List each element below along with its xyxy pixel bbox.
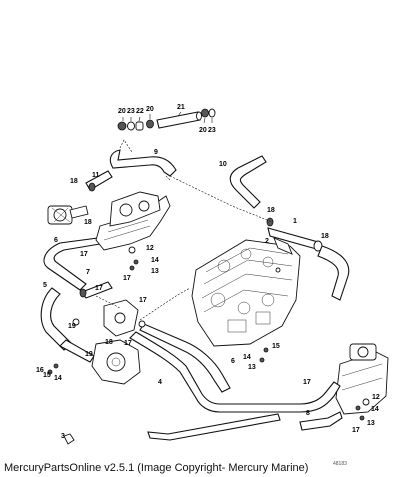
callout-15: 15: [272, 343, 280, 350]
callout-16: 16: [36, 367, 44, 374]
starboard-exhaust-manifold: [335, 343, 389, 415]
callout-17: 17: [303, 379, 311, 386]
callout-9: 9: [154, 149, 158, 156]
left-hose-assembly: [40, 139, 177, 363]
callout-6: 6: [231, 358, 235, 365]
callout-18: 18: [70, 178, 78, 185]
figure-id: 48183: [333, 461, 347, 467]
callout-14: 14: [371, 406, 379, 413]
callout-2: 2: [265, 238, 269, 245]
callout-18: 18: [267, 207, 275, 214]
callout-17: 17: [124, 340, 132, 347]
callout-11: 11: [92, 172, 100, 179]
callout-23: 23: [127, 108, 135, 115]
callout-20: 20: [146, 106, 154, 113]
callout-13: 13: [367, 420, 375, 427]
lower-hose-assembly: [129, 323, 343, 441]
engine-block: [191, 239, 301, 347]
callout-10: 10: [219, 161, 227, 168]
fasteners: [47, 259, 365, 445]
callout-23: 23: [208, 127, 216, 134]
callout-6: 6: [54, 237, 58, 244]
callout-18: 18: [84, 219, 92, 226]
callout-19: 19: [85, 351, 93, 358]
reference-lines: [95, 175, 273, 321]
callout-3: 3: [61, 433, 65, 440]
callout-17: 17: [123, 275, 131, 282]
callout-18: 18: [321, 233, 329, 240]
callout-4: 4: [158, 379, 162, 386]
callout-8: 8: [306, 410, 310, 417]
callout-12: 12: [146, 245, 154, 252]
callout-labels: 20 23 22 20 21 20 23 9 10 11 18 18 18 18…: [36, 104, 380, 440]
callout-19: 19: [68, 323, 76, 330]
port-exhaust-manifold: [47, 191, 171, 254]
sea-water-pump: [72, 299, 141, 385]
callout-17: 17: [95, 285, 103, 292]
callout-21: 21: [177, 104, 185, 111]
image-caption: MercuryPartsOnline v2.5.1 (Image Copyrig…: [4, 462, 309, 474]
callout-22: 22: [136, 108, 144, 115]
callout-18: 18: [105, 339, 113, 346]
callout-14: 14: [243, 354, 251, 361]
callout-14: 14: [54, 375, 62, 382]
callout-14: 14: [151, 257, 159, 264]
callout-17: 17: [139, 297, 147, 304]
hose-fittings-assembly: [117, 108, 216, 131]
callout-20: 20: [199, 127, 207, 134]
callout-5: 5: [43, 282, 47, 289]
callout-12: 12: [372, 394, 380, 401]
callout-1: 1: [293, 218, 297, 225]
callout-17: 17: [352, 427, 360, 434]
callout-15: 15: [43, 372, 51, 379]
callout-20: 20: [118, 108, 126, 115]
callout-17: 17: [80, 251, 88, 258]
starboard-hose-assembly: [229, 155, 350, 301]
callout-13: 13: [248, 364, 256, 371]
callout-13: 13: [151, 268, 159, 275]
callout-7: 7: [86, 269, 90, 276]
